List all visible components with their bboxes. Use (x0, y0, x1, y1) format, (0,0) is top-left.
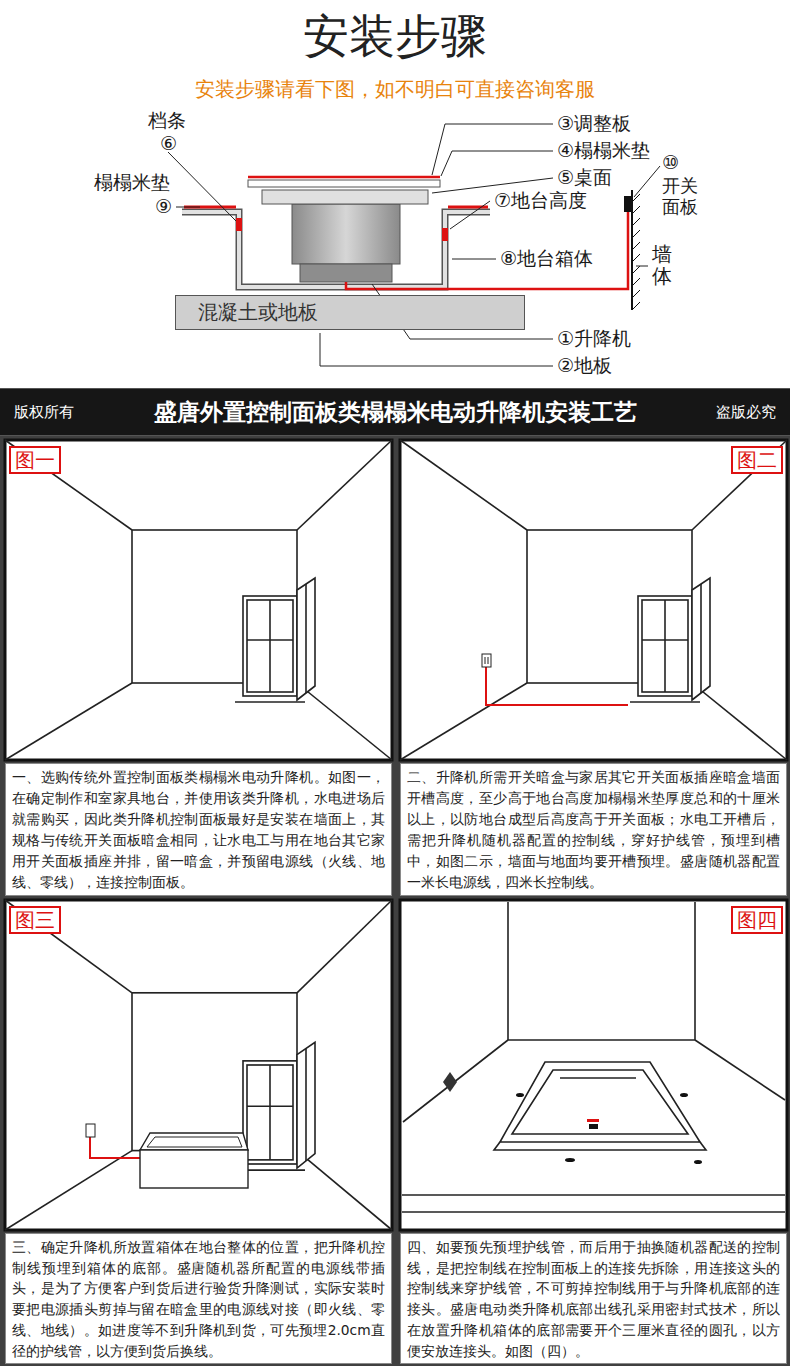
step-text-box: 三、确定升降机所放置箱体在地台整体的位置，把升降机控制线预埋到箱体的底部。盛唐随… (5, 1233, 392, 1364)
callout-number: ⑨ (155, 196, 172, 218)
band-text: 盗版必究 (716, 403, 776, 422)
section-drawing (168, 124, 660, 366)
callout-label: ④榻榻米垫 (557, 140, 650, 162)
fig3-platform (86, 1124, 248, 1188)
figure-tag: 图三 (9, 906, 61, 934)
figure-label: 图三 (15, 908, 55, 932)
figure-frames (5, 440, 787, 1230)
step-text-box: 二、升降机所需开关暗盒与家居其它开关面板插座暗盒墙面开槽高度，至少高于地台高度加… (400, 763, 787, 896)
floor-slab: 混凝土或地板 (175, 295, 525, 330)
figure-tag: 图四 (731, 906, 783, 934)
callout-number: ⑥ (160, 133, 177, 155)
leader-lines (168, 124, 660, 366)
band-text: 盛唐外置控制面板类榻榻米电动升降机安装工艺 (154, 397, 637, 428)
callout-number: ⑩ (662, 152, 679, 174)
step-text: 四、如要预先预埋护线管，而后用于抽换随机器配送的控制线，是把控制线在控制面板上的… (407, 1237, 780, 1361)
figure-label: 图四 (737, 908, 777, 932)
step-text-box: 一、选购传统外置控制面板类榻榻米电动升降机。如图一，在确定制作和室家具地台，并使… (5, 763, 392, 896)
step-text-box: 四、如要预先预埋护线管，而后用于抽换随机器配送的控制线，是把控制线在控制面板上的… (400, 1233, 787, 1364)
band-text: 版权所有 (14, 403, 74, 422)
callout-label: ③调整板 (557, 113, 631, 135)
figure-label: 图二 (737, 448, 777, 472)
callout-label: ⑧地台箱体 (500, 248, 593, 270)
subtitle: 安装步骤请看下图，如不明白可直接咨询客服 (0, 78, 790, 101)
callout-label: ⑦地台高度 (494, 190, 587, 212)
callout-label: ②地板 (557, 355, 612, 377)
callout-label: ①升降机 (557, 328, 631, 350)
step-text: 三、确定升降机所放置箱体在地台整体的位置，把升降机控制线预埋到箱体的底部。盛唐随… (12, 1237, 385, 1361)
figure-tag: 图二 (731, 446, 783, 474)
callout-label: ⑤桌面 (557, 167, 612, 189)
part-name: 榻榻米垫 (94, 172, 170, 194)
fig4-platform (402, 902, 785, 1212)
panel-ground (0, 436, 790, 1366)
part-name: 档条 (148, 110, 186, 132)
step-text: 一、选购传统外置控制面板类榻榻米电动升降机。如图一，在确定制作和室家具地台，并使… (12, 767, 385, 893)
slab-label: 混凝土或地板 (198, 300, 318, 324)
part-name: 墙体 (652, 243, 672, 287)
figure-label: 图一 (15, 448, 55, 472)
part-name: 开关面板 (662, 176, 698, 217)
fig2-wiring (482, 654, 628, 705)
figure-tag: 图一 (9, 446, 61, 474)
step-text: 二、升降机所需开关暗盒与家居其它开关面板插座暗盒墙面开槽高度，至少高于地台高度加… (407, 767, 780, 893)
room-drawings (5, 440, 787, 1230)
title-band: 版权所有 盛唐外置控制面板类榻榻米电动升降机安装工艺 盗版必究 (0, 388, 790, 436)
page-title: 安装步骤 (0, 10, 790, 63)
